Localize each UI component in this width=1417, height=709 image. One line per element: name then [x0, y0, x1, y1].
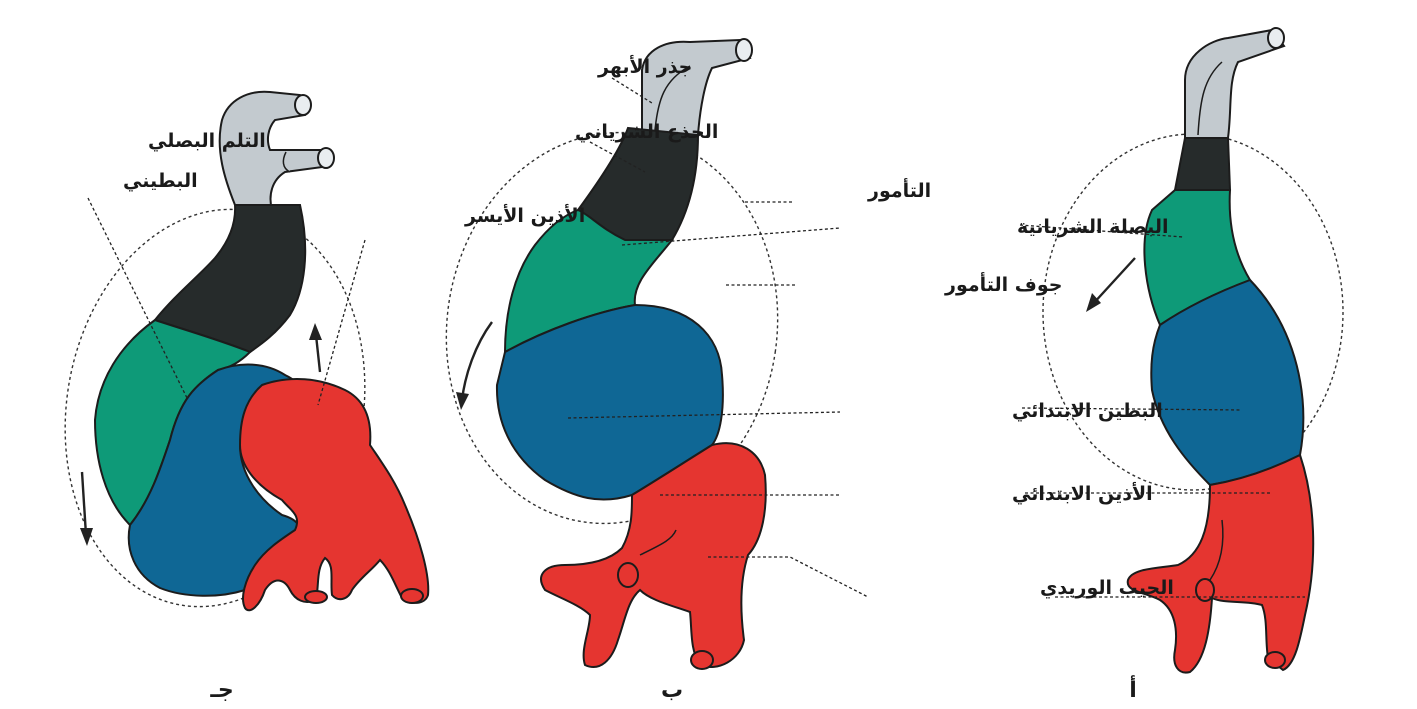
panel-a-vein-opening-bottom [1265, 652, 1285, 668]
panel-c-vein-opening-left [305, 591, 327, 603]
label-pericardium: التأمور [867, 178, 931, 202]
label-bulbus-cordis: البصلة الشريانية [1017, 216, 1169, 238]
panel-a-atrium-sinus [1128, 455, 1314, 673]
label-aortic-roots: جذر الأبهر [597, 55, 692, 78]
panel-c-aortic-opening-lower [318, 148, 334, 168]
label-primitive-atrium: الأذين الابتدائي [1012, 482, 1153, 505]
panel-b-vein-opening-left [618, 563, 638, 587]
panel-a-truncus [1175, 138, 1230, 190]
label-sulcus-line1: التلم البصلي [148, 130, 266, 152]
panel-a-aortic-roots [1185, 30, 1284, 138]
panel-b-vein-opening-bottom [691, 651, 713, 669]
panel-b-flow-arrow [462, 322, 492, 400]
label-primitive-ventricle: البطين الابتدائي [1012, 400, 1163, 422]
panel-label-b: ب [661, 678, 683, 703]
panel-c-flow-arrow-up [316, 335, 320, 372]
label-sinus-venosus: الجيب الوريدي [1040, 577, 1174, 600]
label-sulcus-line2: البطيني [123, 170, 198, 192]
panel-label-c: جـ [209, 678, 233, 703]
panel-a-aortic-opening [1268, 28, 1284, 48]
panel-a-vein-opening-left [1196, 579, 1214, 601]
panel-c-atrium-sinus [240, 379, 428, 610]
panel-c-flow-arrow-down [82, 472, 86, 535]
label-pericardial-cavity: جوف التأمور [944, 272, 1062, 296]
panel-c-heart-tube [35, 92, 429, 631]
panel-c-arrow-head-up [309, 323, 322, 340]
panel-a-flow-arrow [1092, 258, 1135, 305]
leader-left-atrium [318, 240, 365, 405]
label-truncus: الجذع الشرياني [575, 121, 718, 143]
label-left-atrium: الأذين الأيسر [464, 204, 585, 227]
panel-a-heart-tube [1043, 28, 1343, 673]
panel-c-aortic-opening-upper [295, 95, 311, 115]
panel-c-vein-opening-right [401, 589, 423, 603]
panel-label-a: أ [1129, 674, 1137, 703]
panel-b-aortic-opening [736, 39, 752, 61]
